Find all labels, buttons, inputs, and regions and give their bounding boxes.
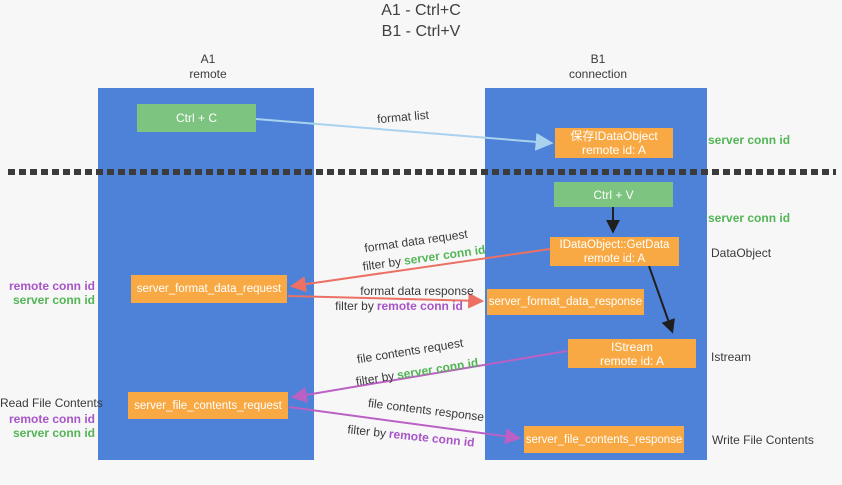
- filter-by-text: filter by: [335, 299, 374, 313]
- arrow-format-data-request: [289, 248, 551, 293]
- lifeline-a1-role: remote: [189, 67, 227, 81]
- istream-box: IStream remote id: A: [568, 339, 696, 368]
- server-format-data-response-box: server_format_data_response: [487, 289, 644, 315]
- server-conn-id-annotation-file: server conn id: [12, 426, 95, 440]
- arrow-file-contents-request: [290, 350, 568, 403]
- istream-line2: remote id: A: [599, 353, 665, 368]
- ctrl-c-label: Ctrl + C: [175, 111, 217, 125]
- format-data-response-label: format data response: [360, 284, 474, 298]
- istream-line1: IStream: [610, 339, 653, 354]
- save-idataobject-line1: 保存IDataObject: [570, 129, 658, 143]
- server-file-contents-request-label: server_file_contents_request: [134, 399, 282, 412]
- save-idataobject-line2: remote id: A: [581, 143, 647, 157]
- ctrl-v-label: Ctrl + V: [593, 187, 634, 202]
- server-format-data-response-label: server_format_data_response: [488, 296, 643, 308]
- istream-annotation: Istream: [711, 350, 752, 364]
- read-file-contents-annotation: Read File Contents: [0, 396, 103, 410]
- server-file-contents-request-box: server_file_contents_request: [128, 392, 288, 419]
- title-line-b1: B1 - Ctrl+V: [381, 23, 461, 40]
- lifeline-a1-name: A1: [200, 52, 216, 66]
- idataobject-getdata-line1: IDataObject::GetData: [559, 238, 670, 251]
- server-conn-id-annotation-format: server conn id: [12, 293, 95, 307]
- remote-conn-id-annotation-file: remote conn id: [8, 412, 95, 426]
- arrow-format-list: [255, 118, 554, 151]
- server-file-contents-response-label: server_file_contents_response: [525, 433, 683, 446]
- server-conn-id-annotation-mid: server conn id: [708, 211, 791, 225]
- server-conn-id-annotation-top: server conn id: [708, 133, 791, 147]
- idataobject-getdata-box: IDataObject::GetData remote id: A: [550, 237, 679, 266]
- save-idataobject-box: 保存IDataObject remote id: A: [555, 128, 673, 158]
- arrow-getdata-to-istream: [648, 265, 675, 334]
- server-file-contents-response-box: server_file_contents_response: [524, 426, 684, 453]
- lifeline-b1-role: connection: [568, 67, 628, 81]
- ctrl-c-box: Ctrl + C: [137, 104, 256, 132]
- arrow-file-contents-response: [288, 406, 522, 445]
- server-format-data-request-box: server_format_data_request: [131, 275, 287, 303]
- write-file-contents-annotation: Write File Contents: [712, 433, 814, 447]
- idataobject-getdata-line2: remote id: A: [583, 252, 646, 265]
- diagram-title: A1 - Ctrl+C B1 - Ctrl+V: [0, 0, 842, 42]
- lifeline-header-a1: A1 remote: [148, 52, 268, 82]
- ctrl-v-box: Ctrl + V: [554, 182, 673, 207]
- server-format-data-request-label: server_format_data_request: [136, 283, 282, 295]
- arrow-format-data-response: [287, 292, 485, 309]
- remote-conn-id-annotation-format: remote conn id: [8, 279, 95, 293]
- dataobject-annotation: DataObject: [711, 246, 772, 260]
- title-line-a1: A1 - Ctrl+C: [381, 2, 461, 19]
- lifeline-header-b1: B1 connection: [538, 52, 658, 82]
- lifeline-b1-name: B1: [590, 52, 606, 66]
- remote-conn-id-text: remote conn id: [376, 299, 463, 313]
